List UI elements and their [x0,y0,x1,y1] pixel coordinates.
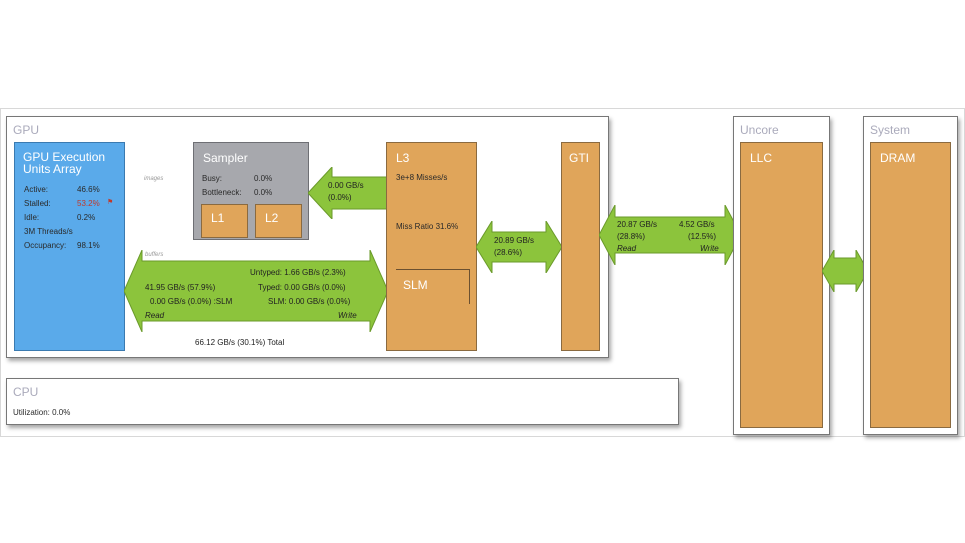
l3-block[interactable]: L3 3e+8 Misses/s Miss Ratio 31.6% SLM [386,142,477,351]
sampler-title: Sampler [203,151,248,165]
read-label: Read [145,311,165,320]
eu-block[interactable]: GPU Execution Units Array Active: 46.6% … [14,142,125,351]
gti-read-pct: (28.8%) [617,232,646,241]
l3-miss-ratio: Miss Ratio 31.6% [396,222,459,231]
write-untyped: Untyped: 1.66 GB/s (2.3%) [250,268,346,277]
gti-write-pct: (12.5%) [688,232,717,241]
buffers-label: buffers [145,252,164,258]
gti-read-value: 20.87 GB/s [617,220,658,229]
eu-occupancy-value: 98.1% [77,241,100,250]
l1-title: L1 [211,211,225,225]
gti-llc-arrow [599,205,741,265]
cpu-panel: CPU Utilization: 0.0% [6,378,679,425]
write-label: Write [338,311,357,320]
slm-title: SLM [403,278,428,292]
l3-misses: 3e+8 Misses/s [396,173,448,182]
llc-dram-arrow [822,250,868,292]
gti-block[interactable]: GTI [561,142,600,351]
gpu-title: GPU [13,123,40,137]
eu-threads: 3M Threads/s [24,227,73,236]
sampler-bottleneck-value: 0.0% [254,188,273,197]
l2-block[interactable]: L2 [255,204,302,238]
eu-occupancy-label: Occupancy: [24,241,67,250]
dram-title: DRAM [880,151,916,165]
sampler-bandwidth-arrow [308,167,388,219]
eu-stalled-label: Stalled: [24,199,51,208]
write-typed: Typed: 0.00 GB/s (0.0%) [258,283,346,292]
eu-title: GPU Execution Units Array [23,150,106,176]
images-label: images [144,176,164,182]
sampler-block[interactable]: Sampler Busy: 0.0% Bottleneck: 0.0% L1 L… [193,142,309,240]
eu-active-label: Active: [24,185,49,194]
uncore-title: Uncore [740,123,779,137]
system-title: System [870,123,911,137]
llc-block[interactable]: LLC [740,142,823,428]
cpu-title: CPU [13,385,39,399]
l1-block[interactable]: L1 [201,204,248,238]
flag-icon: ⚑ [107,199,114,206]
l2-title: L2 [265,211,279,225]
l3-gti-line1: 20.89 GB/s [494,236,535,245]
read-value-slm: 0.00 GB/s (0.0%) :SLM [150,297,233,306]
dram-block[interactable]: DRAM [870,142,951,428]
l3-gti-line2: (28.6%) [494,248,523,257]
sampler-busy-label: Busy: [202,174,223,183]
write-slm: SLM: 0.00 GB/s (0.0%) [268,297,351,306]
gti-write-label: Write [700,244,719,253]
sampler-busy-value: 0.0% [254,174,273,183]
eu-idle-label: Idle: [24,213,40,222]
buffers-total: 66.12 GB/s (30.1%) Total [195,338,285,347]
slm-region[interactable]: SLM [396,269,470,304]
sampler-arrow-line1: 0.00 GB/s [328,181,364,190]
l3-gti-arrow [476,221,562,273]
sampler-arrow-line2: (0.0%) [328,193,352,202]
gti-read-label: Read [617,244,637,253]
l3-title: L3 [396,151,410,165]
gti-write-value: 4.52 GB/s [679,220,715,229]
llc-title: LLC [750,151,773,165]
read-value-1: 41.95 GB/s (57.9%) [145,283,216,292]
eu-idle-value: 0.2% [77,213,96,222]
buffers-bandwidth-arrow [124,250,388,332]
sampler-bottleneck-label: Bottleneck: [202,188,242,197]
gti-title: GTI [569,151,589,165]
eu-stalled-value: 53.2% [77,199,100,208]
eu-active-value: 46.6% [77,185,100,194]
cpu-utilization: Utilization: 0.0% [13,408,71,417]
